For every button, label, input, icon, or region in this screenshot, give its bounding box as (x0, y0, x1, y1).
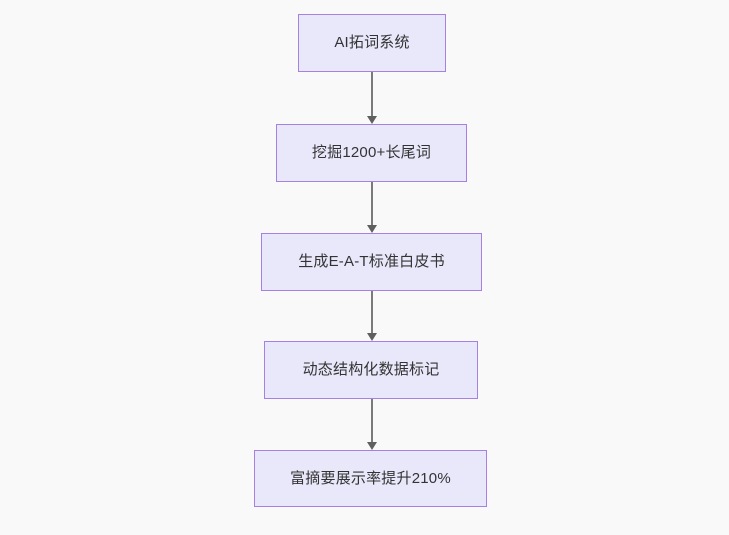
flow-node-label: 富摘要展示率提升210% (290, 469, 451, 487)
flow-node-label: 动态结构化数据标记 (302, 361, 440, 378)
arrowhead-icon (367, 116, 377, 124)
flow-node-eat-whitepaper[interactable]: 生成E-A-T标准白皮书 (261, 233, 482, 291)
flow-node-label: 生成E-A-T标准白皮书 (298, 253, 445, 270)
edge-n4-n5 (367, 399, 377, 450)
flow-node-structured-data-markup[interactable]: 动态结构化数据标记 (264, 341, 478, 399)
edge-line (371, 72, 373, 117)
edge-n3-n4 (367, 291, 377, 341)
edge-line (371, 399, 373, 443)
edge-n2-n3 (367, 182, 377, 233)
edge-line (371, 291, 373, 334)
flow-node-longtail-keywords[interactable]: 挖掘1200+长尾词 (276, 124, 467, 182)
flow-node-rich-snippet-uplift[interactable]: 富摘要展示率提升210% (254, 450, 487, 507)
flow-node-label: AI拓词系统 (334, 34, 410, 51)
edge-n1-n2 (367, 72, 377, 124)
flow-node-ai-keyword-system[interactable]: AI拓词系统 (298, 14, 446, 72)
flow-node-label: 挖掘1200+长尾词 (311, 144, 432, 161)
arrowhead-icon (367, 225, 377, 233)
arrowhead-icon (367, 333, 377, 341)
edge-line (371, 182, 373, 226)
arrowhead-icon (367, 442, 377, 450)
